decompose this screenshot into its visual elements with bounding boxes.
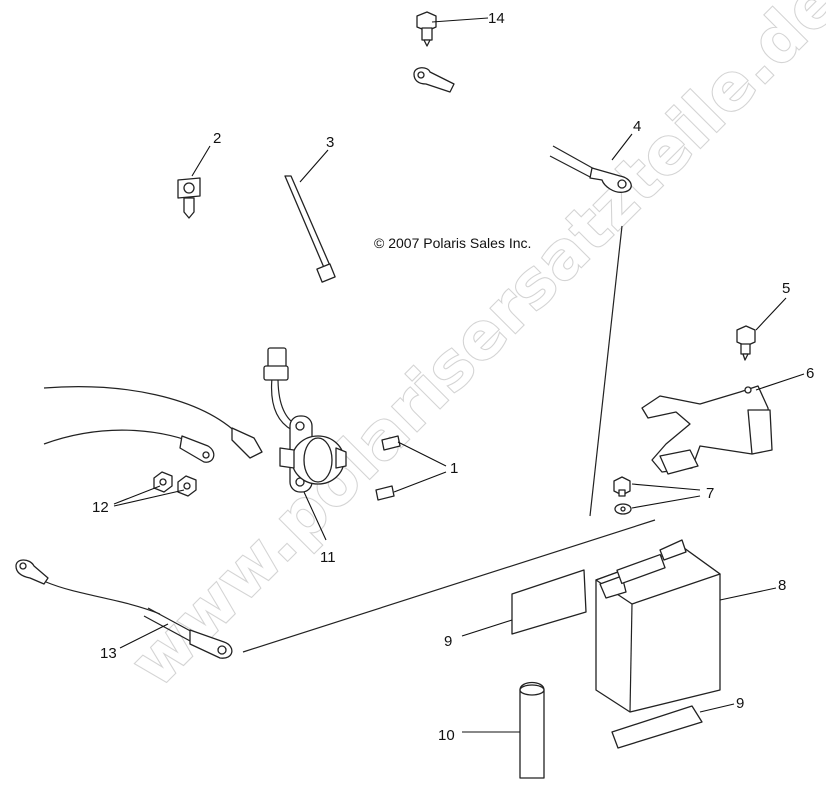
part-2-clip (177, 177, 201, 219)
part-4-cable (549, 145, 632, 193)
callout-8: 8 (778, 577, 786, 594)
part-14-terminal (413, 67, 455, 93)
part-1-screws (375, 435, 401, 501)
callout-labels: 14 2 3 4 5 6 7 1 8 9 9 10 11 12 13 (92, 10, 814, 744)
callout-9-upper: 9 (444, 633, 452, 650)
part-10-tube (519, 681, 545, 779)
part-5-bolt (736, 325, 756, 361)
part-8-battery (595, 539, 721, 713)
part-3-cable-tie (284, 175, 336, 283)
leader-lines (113, 17, 805, 733)
copyright-notice: © 2007 Polaris Sales Inc. (374, 235, 531, 251)
callout-2: 2 (213, 130, 221, 147)
callout-13: 13 (100, 645, 117, 662)
long-connector-lines (242, 225, 656, 653)
callout-9-lower: 9 (736, 695, 744, 712)
callout-3: 3 (326, 134, 334, 151)
callout-10: 10 (438, 727, 455, 744)
part-9-pads (511, 569, 703, 749)
callout-1: 1 (450, 460, 458, 477)
part-13-cable (15, 559, 233, 659)
callout-6: 6 (806, 365, 814, 382)
callout-7: 7 (706, 485, 714, 502)
callout-14: 14 (488, 10, 505, 27)
part-6-bracket (641, 385, 773, 475)
part-14-bolt (416, 11, 437, 47)
callout-4: 4 (633, 118, 641, 135)
part-11-solenoid (263, 347, 347, 493)
callout-12: 12 (92, 499, 109, 516)
left-cables (43, 386, 263, 463)
part-7-hardware (613, 476, 632, 515)
callout-5: 5 (782, 280, 790, 297)
callout-11: 11 (320, 549, 336, 566)
